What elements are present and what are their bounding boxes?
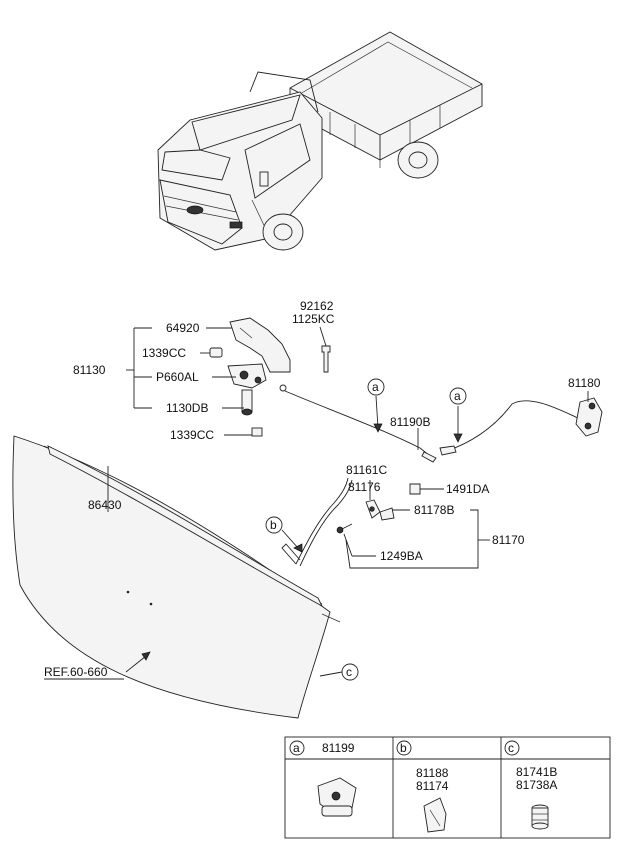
marker-a-1-text: a <box>372 380 379 394</box>
marker-a-2-text: a <box>454 389 461 403</box>
marker-b-text: b <box>270 518 277 532</box>
legend-c-marker <box>504 740 520 756</box>
marker-c: c <box>341 663 359 681</box>
label-81130: 81130 <box>73 363 106 377</box>
label-1491da: 1491DA <box>446 482 489 496</box>
label-92162: 92162 <box>300 299 334 313</box>
hood-support-rod <box>281 477 421 567</box>
label-1249ba: 1249BA <box>380 549 423 563</box>
legend-c-key: c <box>508 741 514 755</box>
hood-latch-assembly <box>209 317 331 437</box>
label-81180: 81180 <box>568 376 601 390</box>
label-ref: REF.60-660 <box>44 665 108 679</box>
clip-81199-icon <box>317 777 357 817</box>
label-1125kc: 1125KC <box>292 312 335 326</box>
label-81161c: 81161C <box>346 463 387 477</box>
label-1339cc-top: 1339CC <box>142 346 186 360</box>
marker-a-2: a <box>449 387 467 405</box>
release-cable <box>279 384 603 463</box>
bumper-stop-81741b-icon <box>531 804 549 830</box>
marker-a-1: a <box>367 378 385 396</box>
leader-lines <box>107 326 589 677</box>
label-81190b: 81190B <box>390 415 430 429</box>
legend-table: a 81199 b 81188 81174 c 81741B 81738A <box>284 736 611 839</box>
truck-illustration <box>157 31 483 251</box>
legend-b-key: b <box>400 741 407 755</box>
legend-a-key: a <box>293 741 300 755</box>
legend-a-marker <box>289 740 305 756</box>
marker-b: b <box>265 516 283 534</box>
label-p660al: P660AL <box>156 370 199 384</box>
label-1130db: 1130DB <box>166 401 208 415</box>
legend-b-part-1: 81188 <box>416 766 449 780</box>
clip-81188-icon <box>423 797 447 833</box>
marker-c-text: c <box>346 665 352 679</box>
label-1339cc-bottom: 1339CC <box>170 428 214 442</box>
label-86430: 86430 <box>88 498 122 512</box>
legend-c-part-1: 81741B <box>516 765 557 779</box>
callout-labels: 64920 1339CC 81130 P660AL 1130DB 1339CC … <box>44 299 601 679</box>
hood-panel <box>12 435 341 719</box>
label-81176: 81176 <box>348 480 381 494</box>
label-81178b: 81178B <box>414 503 454 517</box>
label-81170: 81170 <box>492 533 525 547</box>
legend-b-part-2: 81174 <box>416 779 449 793</box>
legend-c-part-2: 81738A <box>516 778 557 792</box>
legend-b-marker <box>396 740 412 756</box>
label-64920: 64920 <box>166 321 200 335</box>
legend-a-part-1: 81199 <box>322 741 355 755</box>
